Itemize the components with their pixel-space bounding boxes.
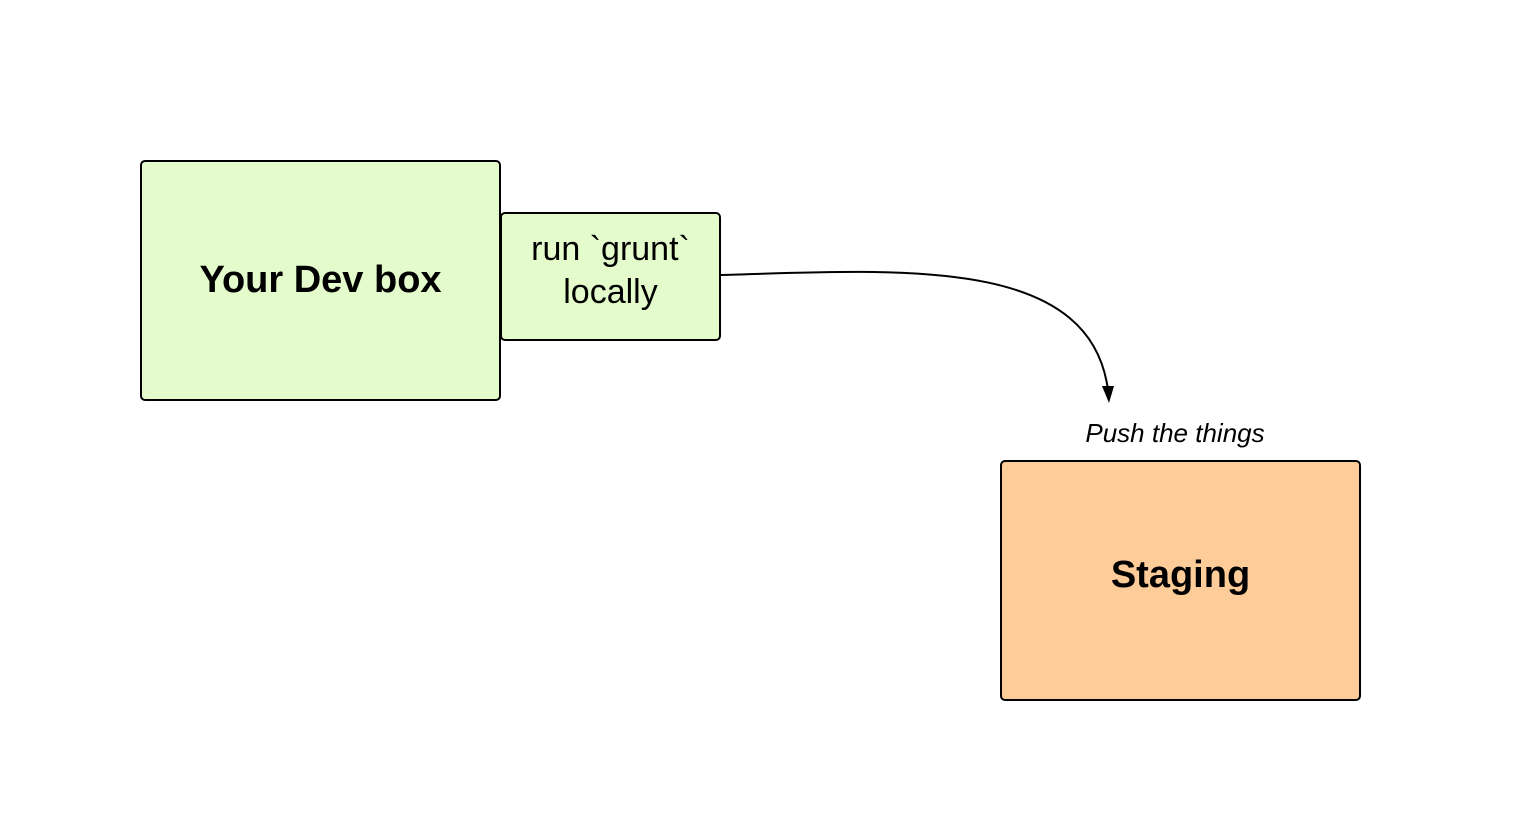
- staging-node[interactable]: Staging: [1000, 460, 1361, 701]
- dev-box-node[interactable]: Your Dev box: [140, 160, 501, 401]
- dev-box-label: Your Dev box: [199, 259, 442, 301]
- connector-arrow-path: [720, 270, 1109, 391]
- grunt-step-label: run `grunt` locally: [531, 229, 690, 311]
- edge-label-push: Push the things: [1085, 418, 1265, 448]
- arrowhead-icon: [1102, 386, 1114, 403]
- grunt-step-node[interactable]: run `grunt` locally: [500, 212, 721, 341]
- staging-label: Staging: [1110, 554, 1251, 596]
